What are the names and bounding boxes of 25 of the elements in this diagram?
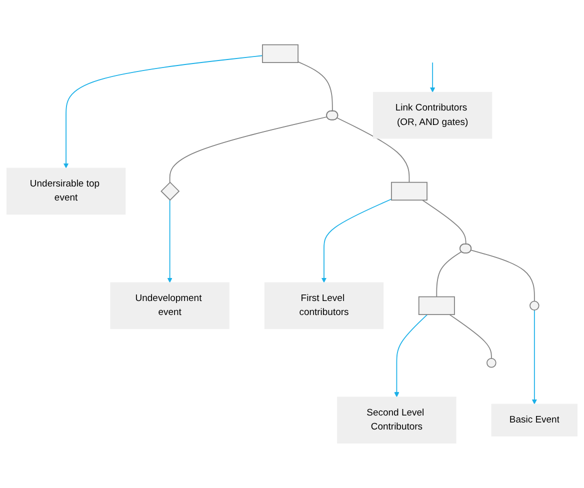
arrow xyxy=(321,198,392,283)
connector xyxy=(422,200,466,245)
arrow xyxy=(430,62,436,92)
node-box: Undersirable top event xyxy=(6,168,126,215)
arrow xyxy=(167,200,172,283)
connector xyxy=(436,251,462,298)
node-box: Second Level Contributors xyxy=(337,396,456,444)
node-box xyxy=(418,296,455,315)
node-box: Undevelopment event xyxy=(110,282,230,330)
arrow xyxy=(394,314,428,398)
node-box: Link Contributors (OR, AND gates) xyxy=(372,92,492,139)
connector xyxy=(336,118,410,183)
connector xyxy=(298,61,333,112)
connector xyxy=(169,116,328,183)
node-diamond xyxy=(160,182,180,201)
connector xyxy=(449,314,492,359)
node-circle xyxy=(486,358,496,368)
node-box xyxy=(391,182,428,201)
connector xyxy=(470,250,535,302)
arrow xyxy=(63,55,263,168)
arrow xyxy=(532,310,538,404)
node-box: Basic Event xyxy=(491,404,578,436)
node-circle xyxy=(530,300,540,311)
node-box xyxy=(262,44,298,63)
node-box: First Level contributors xyxy=(264,282,384,330)
